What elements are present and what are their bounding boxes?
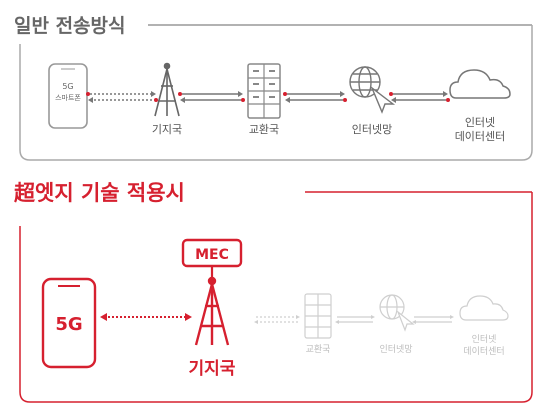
bottom-section-frame xyxy=(19,192,533,403)
bottom-section: 超엣지 기술 적용시 5G MEC 기지국 xyxy=(14,181,533,403)
phone-label-smartphone: 스마트폰 xyxy=(55,93,81,102)
top-section-frame xyxy=(19,25,533,161)
phone-label-5g: 5G xyxy=(62,82,73,91)
globe-cursor-icon xyxy=(349,66,396,114)
bottom-section-title: 超엣지 기술 적용시 xyxy=(14,181,185,205)
exchange-label: 교환국 xyxy=(249,123,279,136)
faded-exchange-internet-link xyxy=(335,315,375,324)
datacenter-label-line2: 데이터센터 xyxy=(455,130,506,143)
faded-server-icon xyxy=(304,293,332,339)
tower-label: 기지국 xyxy=(152,123,182,136)
mec-tower-label: 기지국 xyxy=(189,359,236,379)
cell-tower-icon xyxy=(154,62,180,117)
faded-internet-label: 인터넷망 xyxy=(379,344,412,355)
datacenter-label-line1: 인터넷 xyxy=(465,116,495,129)
phone-tower-link xyxy=(86,91,158,103)
faded-datacenter-label-line2: 데이터센터 xyxy=(463,346,504,357)
faded-tower-exchange-link xyxy=(254,315,300,324)
faded-exchange-label: 교환국 xyxy=(306,343,331,355)
faded-cloud-icon xyxy=(459,295,509,321)
faded-globe-icon xyxy=(379,294,415,332)
phone-5g-icon xyxy=(41,277,97,369)
mec-label: MEC xyxy=(195,247,229,263)
phone-mec-tower-link xyxy=(100,313,192,321)
mec-tower-icon xyxy=(194,276,230,346)
faded-internet-datacenter-link xyxy=(412,315,454,324)
smartphone-icon xyxy=(48,63,88,129)
faded-datacenter-label-line1: 인터넷 xyxy=(472,334,497,345)
top-section-title: 일반 전송방식 xyxy=(14,15,126,37)
tower-exchange-link xyxy=(178,91,245,103)
internet-label: 인터넷망 xyxy=(352,123,392,136)
exchange-internet-link xyxy=(283,91,347,103)
top-section: 일반 전송방식 5G 스마트폰 기지국 xyxy=(14,15,533,161)
cloud-icon xyxy=(449,69,511,99)
internet-datacenter-link xyxy=(389,91,450,103)
server-rack-icon xyxy=(247,63,281,119)
phone-5g-label: 5G xyxy=(55,314,82,335)
